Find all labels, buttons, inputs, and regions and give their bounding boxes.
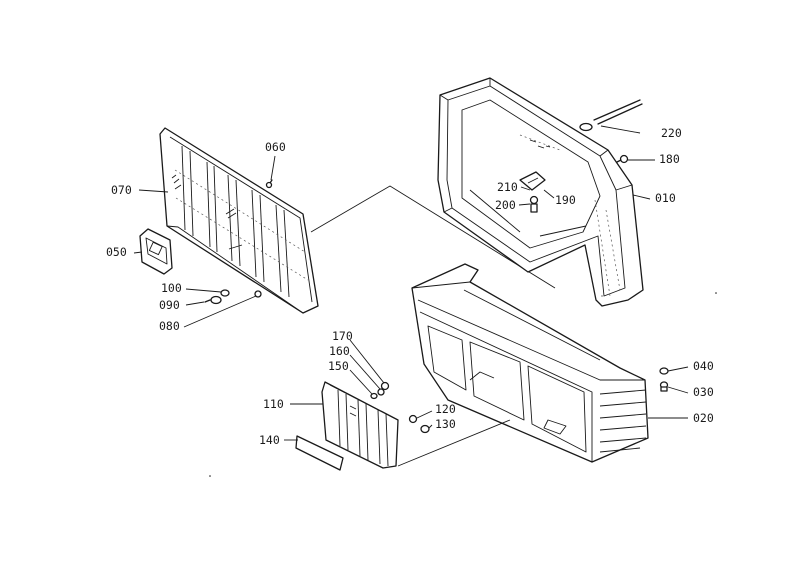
label-180: 180: [659, 152, 680, 166]
lower-grille-110: [321, 381, 399, 469]
label-120: 120: [435, 402, 456, 416]
label-010: 010: [655, 191, 676, 205]
label-210: 210: [497, 180, 518, 194]
nut-040: [659, 367, 669, 375]
label-160: 160: [329, 344, 350, 358]
label-130: 130: [435, 417, 456, 431]
label-150: 150: [328, 359, 349, 373]
label-090: 090: [159, 298, 180, 312]
grille-frame-020: [411, 263, 649, 463]
label-080: 080: [159, 319, 180, 333]
label-050: 050: [106, 245, 127, 259]
label-040: 040: [693, 359, 714, 373]
fasteners-120-130: [408, 414, 430, 434]
grille-panel-070: [159, 127, 319, 314]
label-110: 110: [263, 397, 284, 411]
label-070: 070: [111, 183, 132, 197]
fastener-group-080-100: [204, 289, 262, 305]
screw-060: [265, 179, 273, 189]
latch-190-210: [519, 171, 546, 213]
label-190: 190: [555, 193, 576, 207]
leader-lines: [133, 125, 689, 441]
hood-cover-010: [437, 77, 644, 307]
label-220: 220: [661, 126, 682, 140]
label-100: 100: [161, 281, 182, 295]
label-170: 170: [332, 329, 353, 343]
cable-220: [579, 99, 643, 132]
label-140: 140: [259, 433, 280, 447]
label-030: 030: [693, 385, 714, 399]
emblem-050: [139, 228, 173, 275]
label-200: 200: [495, 198, 516, 212]
label-060: 060: [265, 140, 286, 154]
bolt-180: [616, 154, 629, 164]
fasteners-150-170: [370, 381, 390, 400]
nut-030: [659, 381, 669, 392]
label-020: 020: [693, 411, 714, 425]
strip-140: [295, 435, 344, 471]
